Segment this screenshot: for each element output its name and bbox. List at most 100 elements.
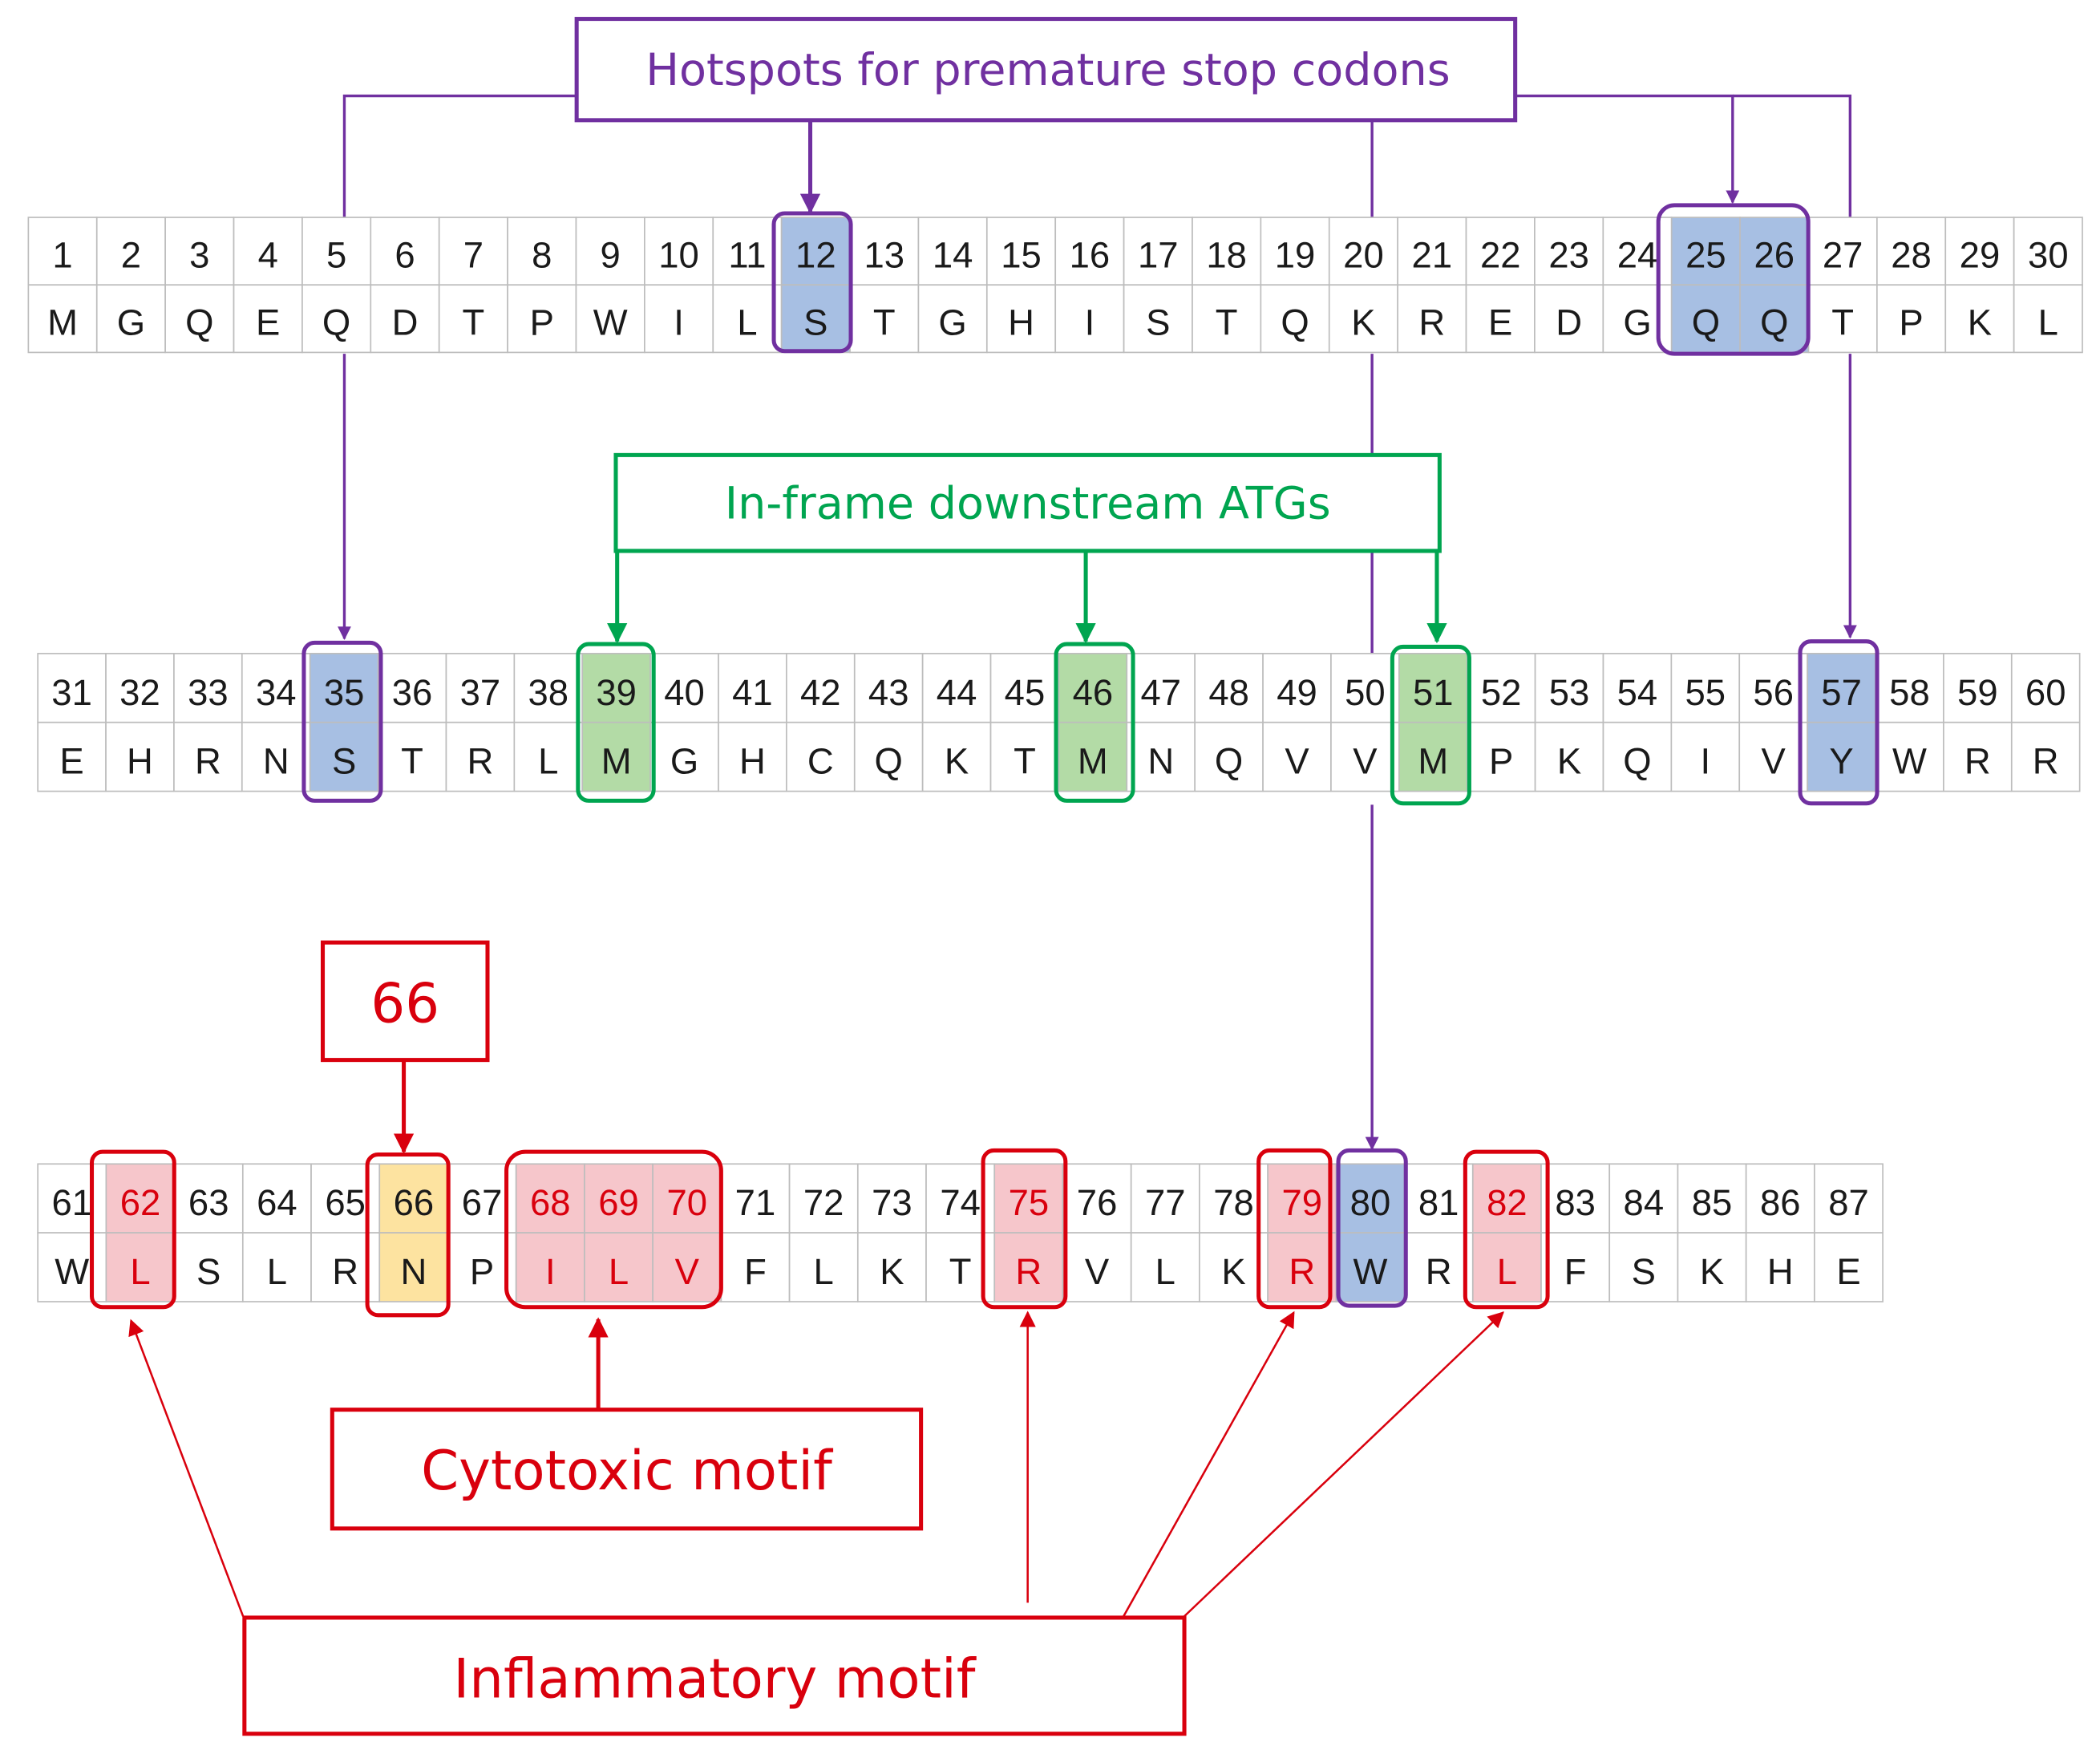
residue-letter: C	[807, 741, 834, 782]
residue-number: 25	[1685, 234, 1726, 275]
residue-cell: 45T	[989, 653, 1060, 792]
residue-number: 75	[1009, 1182, 1050, 1223]
residue-number-cell	[1058, 653, 1128, 723]
residue-letter-cell	[1199, 1232, 1268, 1302]
residue-number-cell	[164, 217, 235, 286]
residue-number: 35	[324, 672, 365, 713]
residue-cell: 1M	[27, 217, 98, 354]
residue-number: 38	[528, 672, 568, 713]
stop-box-12	[771, 211, 853, 354]
residue-cell: 38L	[513, 653, 584, 792]
residue-cell: 22E	[1465, 217, 1536, 354]
residue-number-cell	[1944, 217, 2015, 286]
residue-letter-cell	[1534, 721, 1604, 792]
residue-letter: H	[739, 741, 766, 782]
residue-letter: E	[1836, 1251, 1860, 1292]
residue-cell: 34N	[241, 653, 311, 792]
residue-number: 34	[256, 672, 297, 713]
residue-letter-cell	[1608, 1232, 1679, 1302]
residue-cell: 18T	[1192, 217, 1262, 354]
residue-letter: L	[609, 1251, 629, 1292]
residue-number-cell	[780, 217, 851, 286]
residue-letter-cell	[1192, 284, 1262, 354]
atg-box-39	[576, 642, 656, 803]
residue-letter: K	[1221, 1251, 1245, 1292]
residue-cell: 49V	[1262, 653, 1332, 792]
residue-cell: 14G	[917, 217, 988, 354]
residue-letter: N	[1147, 741, 1174, 782]
residue-letter-cell	[788, 1232, 859, 1302]
residue-letter: R	[195, 741, 221, 782]
residue-letter: Q	[1215, 741, 1243, 782]
residue-letter-cell	[1403, 1232, 1474, 1302]
residue-number-cell	[438, 217, 508, 286]
highlight-outlines	[89, 203, 1879, 1318]
residue-number: 21	[1412, 234, 1453, 275]
residue-letter: H	[1767, 1251, 1794, 1292]
residue-letter-cell	[370, 284, 440, 354]
residue-number: 86	[1760, 1182, 1801, 1223]
residue-letter: P	[1489, 741, 1513, 782]
connector-to-57-upper	[1732, 94, 1852, 221]
residue-cell: 28P	[1876, 217, 1947, 354]
residue-number: 54	[1617, 672, 1658, 713]
residue-number: 61	[51, 1182, 92, 1223]
residue-number-cell	[27, 217, 98, 286]
residue-cell: 3Q	[164, 217, 235, 354]
residue-letter: I	[1700, 741, 1710, 782]
residue-letter-cell	[1126, 721, 1196, 792]
residue-cell: 80W	[1335, 1163, 1406, 1302]
residue-letter: L	[538, 741, 558, 782]
inflam-box-62	[89, 1149, 176, 1310]
residue-number: 78	[1213, 1182, 1254, 1223]
residue-cell: 36T	[377, 653, 447, 792]
residue-letter-cell	[1807, 721, 1876, 792]
residue-number-cell	[644, 217, 714, 286]
residue-number: 51	[1413, 672, 1454, 713]
residue-number: 2	[121, 234, 141, 275]
residue-letter: K	[1351, 302, 1375, 343]
residue-letter: F	[1564, 1251, 1587, 1292]
residue-number-cell	[241, 1163, 312, 1234]
residue-number: 41	[732, 672, 773, 713]
residue-letter: M	[1078, 741, 1108, 782]
position-66-label: 66	[320, 940, 490, 1063]
residue-number: 16	[1070, 234, 1111, 275]
inflam-box-79	[1256, 1148, 1333, 1310]
residue-cell: 20K	[1328, 217, 1398, 354]
residue-letter: S	[196, 1251, 221, 1292]
residue-cell: 64L	[241, 1163, 312, 1302]
residue-cell: 30L	[2013, 217, 2083, 354]
residue-letter: Q	[1281, 302, 1309, 343]
residue-letter: R	[1426, 1251, 1452, 1292]
residue-number: 32	[119, 672, 160, 713]
residue-number-cell	[377, 653, 447, 723]
residue-cell: 33R	[173, 653, 243, 792]
residue-number-cell	[2010, 653, 2081, 723]
residue-number-cell	[1677, 1163, 1747, 1234]
residue-letter-cell	[917, 284, 988, 354]
residue-letter-cell	[780, 284, 851, 354]
residue-letter: V	[1353, 741, 1378, 782]
residue-letter-cell	[1670, 284, 1741, 354]
residue-number-cell	[1602, 653, 1673, 723]
residue-cell: 32H	[105, 653, 175, 792]
downstream-atg-label: In-frame downstream ATGs	[613, 452, 1442, 553]
residue-letter: H	[1008, 302, 1034, 343]
residue-cell: 78K	[1199, 1163, 1268, 1302]
residue-cell: 79R	[1267, 1163, 1337, 1302]
residue-number: 19	[1275, 234, 1316, 275]
residue-number-cell	[173, 653, 243, 723]
residue-number: 81	[1418, 1182, 1459, 1223]
residue-number-cell	[1465, 217, 1536, 286]
residue-letter-cell	[301, 284, 372, 354]
cytotoxic-label-text: Cytotoxic motif	[421, 1439, 833, 1502]
residue-number: 84	[1624, 1182, 1665, 1223]
residue-number: 10	[658, 234, 699, 275]
connector-inflam-82	[1184, 1311, 1504, 1618]
residue-number: 50	[1345, 672, 1386, 713]
residue-letter-cell	[105, 1232, 176, 1302]
residue-number: 73	[872, 1182, 912, 1223]
residue-number: 72	[803, 1182, 844, 1223]
